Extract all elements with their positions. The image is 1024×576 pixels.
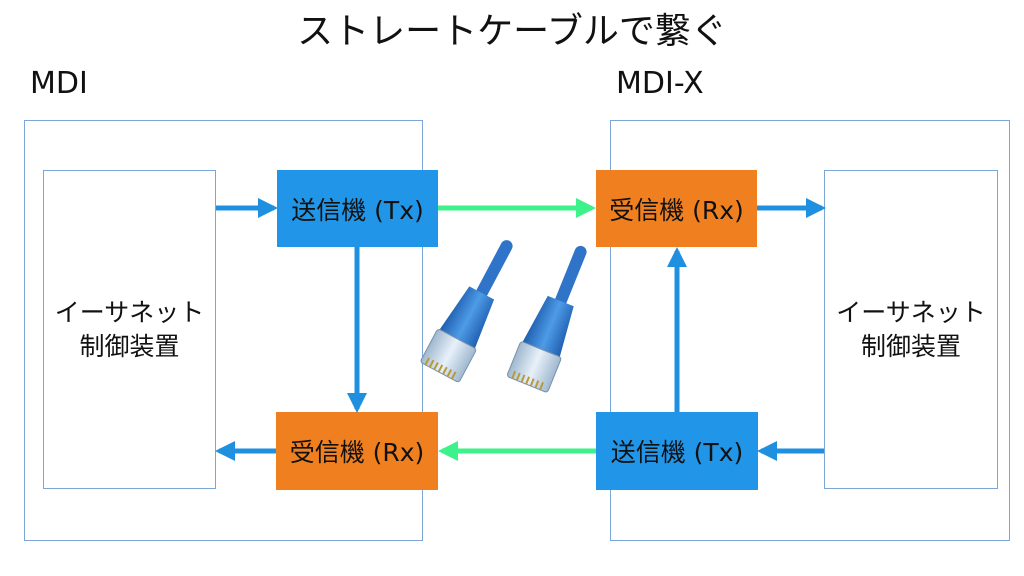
rj45-connector-icon	[507, 245, 587, 393]
right-transmitter-block: 送信機 (Tx)	[596, 412, 758, 490]
right-receiver-block: 受信機 (Rx)	[596, 170, 757, 247]
right-controller-line2: 制御装置	[860, 331, 961, 361]
right-controller-line1: イーサネット	[836, 297, 986, 327]
left-controller-line1: イーサネット	[54, 297, 205, 327]
left-receiver-block: 受信機 (Rx)	[276, 412, 438, 490]
right-transmitter-label: 送信機 (Tx)	[610, 438, 744, 467]
left-controller-line2: 制御装置	[79, 331, 180, 361]
left-transmitter-block: 送信機 (Tx)	[277, 170, 438, 247]
rj45-connector-icon	[420, 240, 513, 383]
mdi-label: MDI	[30, 66, 88, 101]
mdi-x-label: MDI-X	[616, 66, 704, 101]
right-ethernet-controller: イーサネット 制御装置	[824, 170, 998, 489]
left-receiver-label: 受信機 (Rx)	[289, 438, 425, 467]
right-receiver-label: 受信機 (Rx)	[609, 195, 744, 225]
left-transmitter-label: 送信機 (Tx)	[291, 195, 424, 225]
left-ethernet-controller: イーサネット 制御装置	[43, 170, 216, 489]
page-title: ストレートケーブルで繋ぐ	[297, 11, 727, 52]
